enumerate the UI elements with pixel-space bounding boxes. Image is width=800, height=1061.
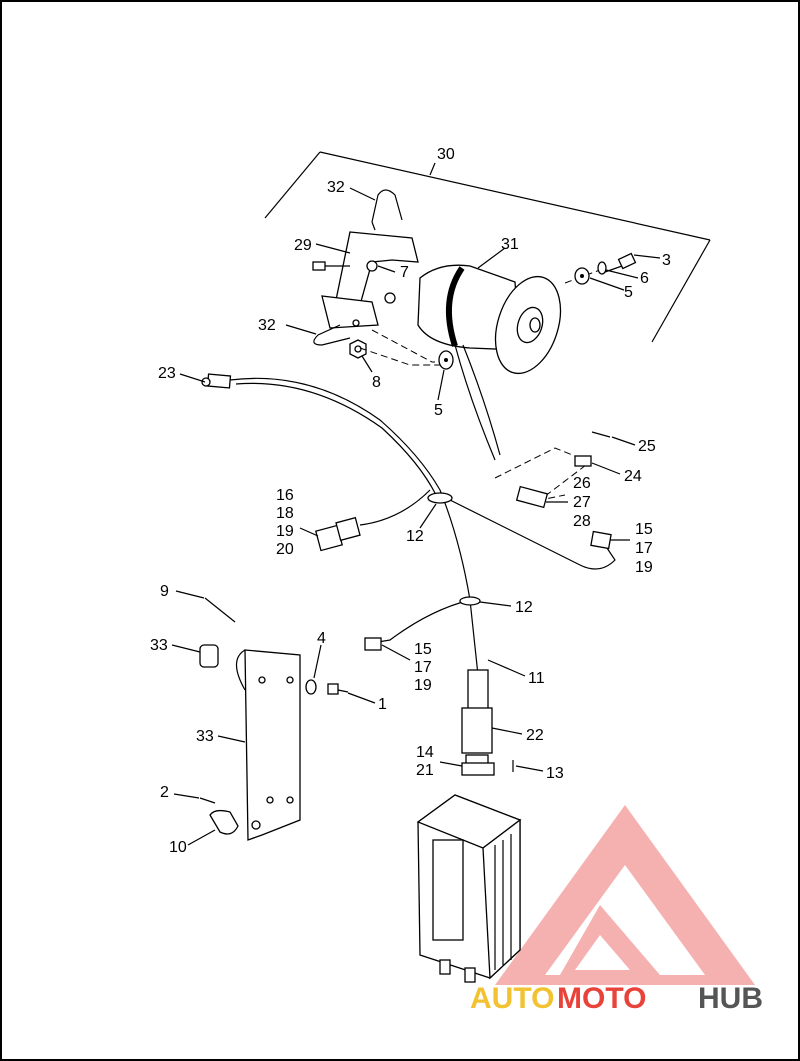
leader-lines bbox=[171, 187, 661, 846]
horn-bracket bbox=[321, 231, 419, 329]
callout: 19 bbox=[635, 559, 653, 576]
callout: 9 bbox=[160, 583, 169, 600]
callout: 18 bbox=[276, 505, 294, 522]
clamp-10 bbox=[209, 809, 239, 835]
callout: 4 bbox=[317, 630, 326, 647]
callout: 24 bbox=[624, 468, 642, 485]
connector-15-right bbox=[590, 530, 612, 550]
callout: 33 bbox=[196, 728, 214, 745]
callout: 13 bbox=[546, 765, 564, 782]
u-bolt-top bbox=[371, 189, 403, 231]
callout: 31 bbox=[501, 236, 519, 253]
svg-text:MOTO: MOTO bbox=[557, 982, 646, 1015]
callout: 19 bbox=[276, 523, 294, 540]
svg-text:AUTO: AUTO bbox=[470, 982, 554, 1015]
conduit bbox=[461, 669, 493, 770]
callout: 15 bbox=[635, 521, 653, 538]
callout: 11 bbox=[528, 670, 545, 687]
callout: 32 bbox=[327, 179, 345, 196]
callout: 5 bbox=[624, 284, 633, 301]
nut-8 bbox=[349, 339, 367, 359]
washer-5-lower bbox=[438, 350, 454, 370]
callout: 26 bbox=[573, 475, 591, 492]
callout-labels: 30 32 29 31 3 7 6 5 32 8 5 23 25 24 26 2… bbox=[150, 146, 671, 856]
horn bbox=[417, 264, 562, 375]
mounting-plate bbox=[235, 649, 301, 841]
callout: 8 bbox=[372, 374, 381, 391]
callout: 1 bbox=[378, 696, 387, 713]
callout: 17 bbox=[635, 540, 653, 557]
spacer bbox=[199, 644, 219, 668]
cable-strap bbox=[427, 492, 481, 606]
screw-1 bbox=[327, 683, 349, 695]
callout: 27 bbox=[573, 494, 591, 511]
callout: 20 bbox=[276, 541, 294, 558]
u-bolt-bottom bbox=[313, 324, 351, 346]
automotohub-wordmark: AUTO MOTO HUB bbox=[470, 982, 763, 1015]
callout: 12 bbox=[515, 599, 533, 616]
callout: 12 bbox=[406, 528, 424, 545]
callout: 5 bbox=[434, 402, 443, 419]
automotohub-logo bbox=[495, 805, 755, 985]
callout: 29 bbox=[294, 237, 312, 254]
callout: 2 bbox=[160, 784, 169, 801]
callout: 3 bbox=[662, 252, 671, 269]
connector-16 bbox=[314, 516, 361, 552]
callout: 21 bbox=[416, 762, 434, 779]
horn-screw bbox=[574, 252, 637, 285]
connector-23 bbox=[201, 373, 232, 389]
assembly-bracket-30 bbox=[264, 151, 711, 343]
callout: 22 bbox=[526, 727, 544, 744]
callout: 19 bbox=[414, 677, 432, 694]
callout: 23 bbox=[158, 365, 176, 382]
connector-14 bbox=[461, 762, 495, 776]
callout: 30 bbox=[437, 146, 455, 163]
screw-2 bbox=[199, 797, 216, 804]
callout: 14 bbox=[416, 744, 434, 761]
callout: 17 bbox=[414, 659, 432, 676]
connector-15-middle bbox=[364, 637, 382, 651]
connector-26 bbox=[515, 485, 549, 509]
cable-tie bbox=[204, 597, 236, 623]
bracket-bolt bbox=[312, 261, 350, 271]
svg-text:HUB: HUB bbox=[698, 982, 763, 1015]
callout: 33 bbox=[150, 637, 168, 654]
callout: 28 bbox=[573, 513, 591, 530]
callout: 10 bbox=[169, 839, 187, 856]
callout: 6 bbox=[640, 270, 649, 287]
callout: 7 bbox=[400, 264, 409, 281]
callout: 25 bbox=[638, 438, 656, 455]
callout: 16 bbox=[276, 487, 294, 504]
washer-4 bbox=[305, 679, 317, 695]
pin-25 bbox=[591, 431, 611, 438]
callout: 32 bbox=[258, 317, 276, 334]
callout: 15 bbox=[414, 641, 432, 658]
siren-module bbox=[416, 794, 522, 983]
connector-24 bbox=[574, 455, 592, 467]
